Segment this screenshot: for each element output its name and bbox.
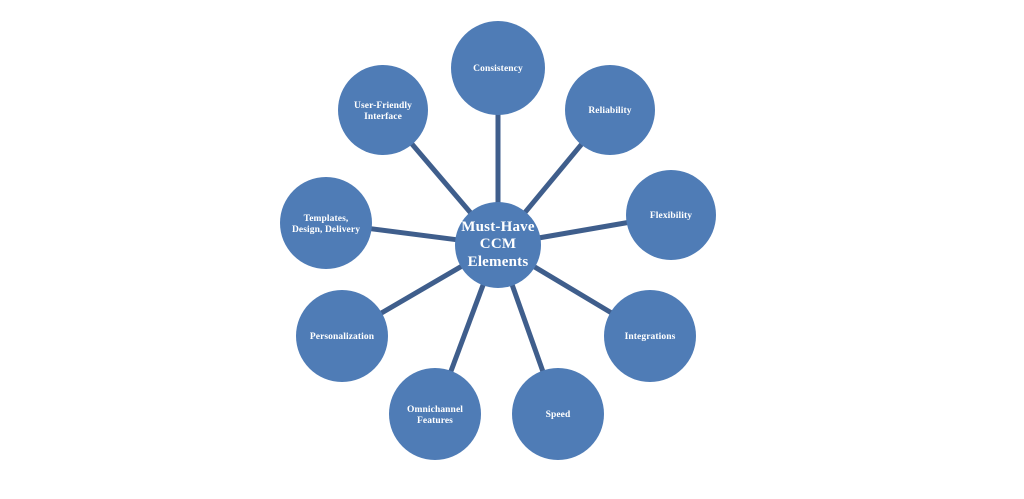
node-label: Templates, Design, Delivery [291,213,361,235]
node-templates-design-delivery[interactable]: Templates, Design, Delivery [280,177,372,269]
node-consistency[interactable]: Consistency [451,21,545,115]
node-label: Speed [545,410,571,421]
node-label: Consistency [473,64,523,75]
node-label: Reliability [588,106,632,117]
node-label: Omnichannel Features [407,404,463,426]
node-speed[interactable]: Speed [512,368,604,460]
connector-flexibility [537,219,630,241]
node-personalization[interactable]: Personalization [296,290,388,382]
node-omnichannel-features[interactable]: Omnichannel Features [389,368,481,460]
node-user-friendly-interface[interactable]: User-Friendly Interface [338,65,428,155]
connector-personalization [378,263,464,316]
connector-omnichannel [448,282,487,374]
node-label: Integrations [624,332,676,343]
node-integrations[interactable]: Integrations [604,290,696,382]
connector-integrations [531,263,614,316]
node-label: Personalization [309,332,375,343]
node-label: Flexibility [649,211,693,222]
node-flexibility[interactable]: Flexibility [626,170,716,260]
connector-user-friendly [408,141,474,216]
center-node-label: Must-Have CCM Elements [461,218,535,270]
connector-templates [369,226,458,243]
node-label: User-Friendly Interface [354,100,412,122]
connector-speed [509,282,546,374]
connector-reliability [522,141,585,216]
node-reliability[interactable]: Reliability [565,65,655,155]
node-center-must-have-ccm-elements[interactable]: Must-Have CCM Elements [455,202,541,288]
